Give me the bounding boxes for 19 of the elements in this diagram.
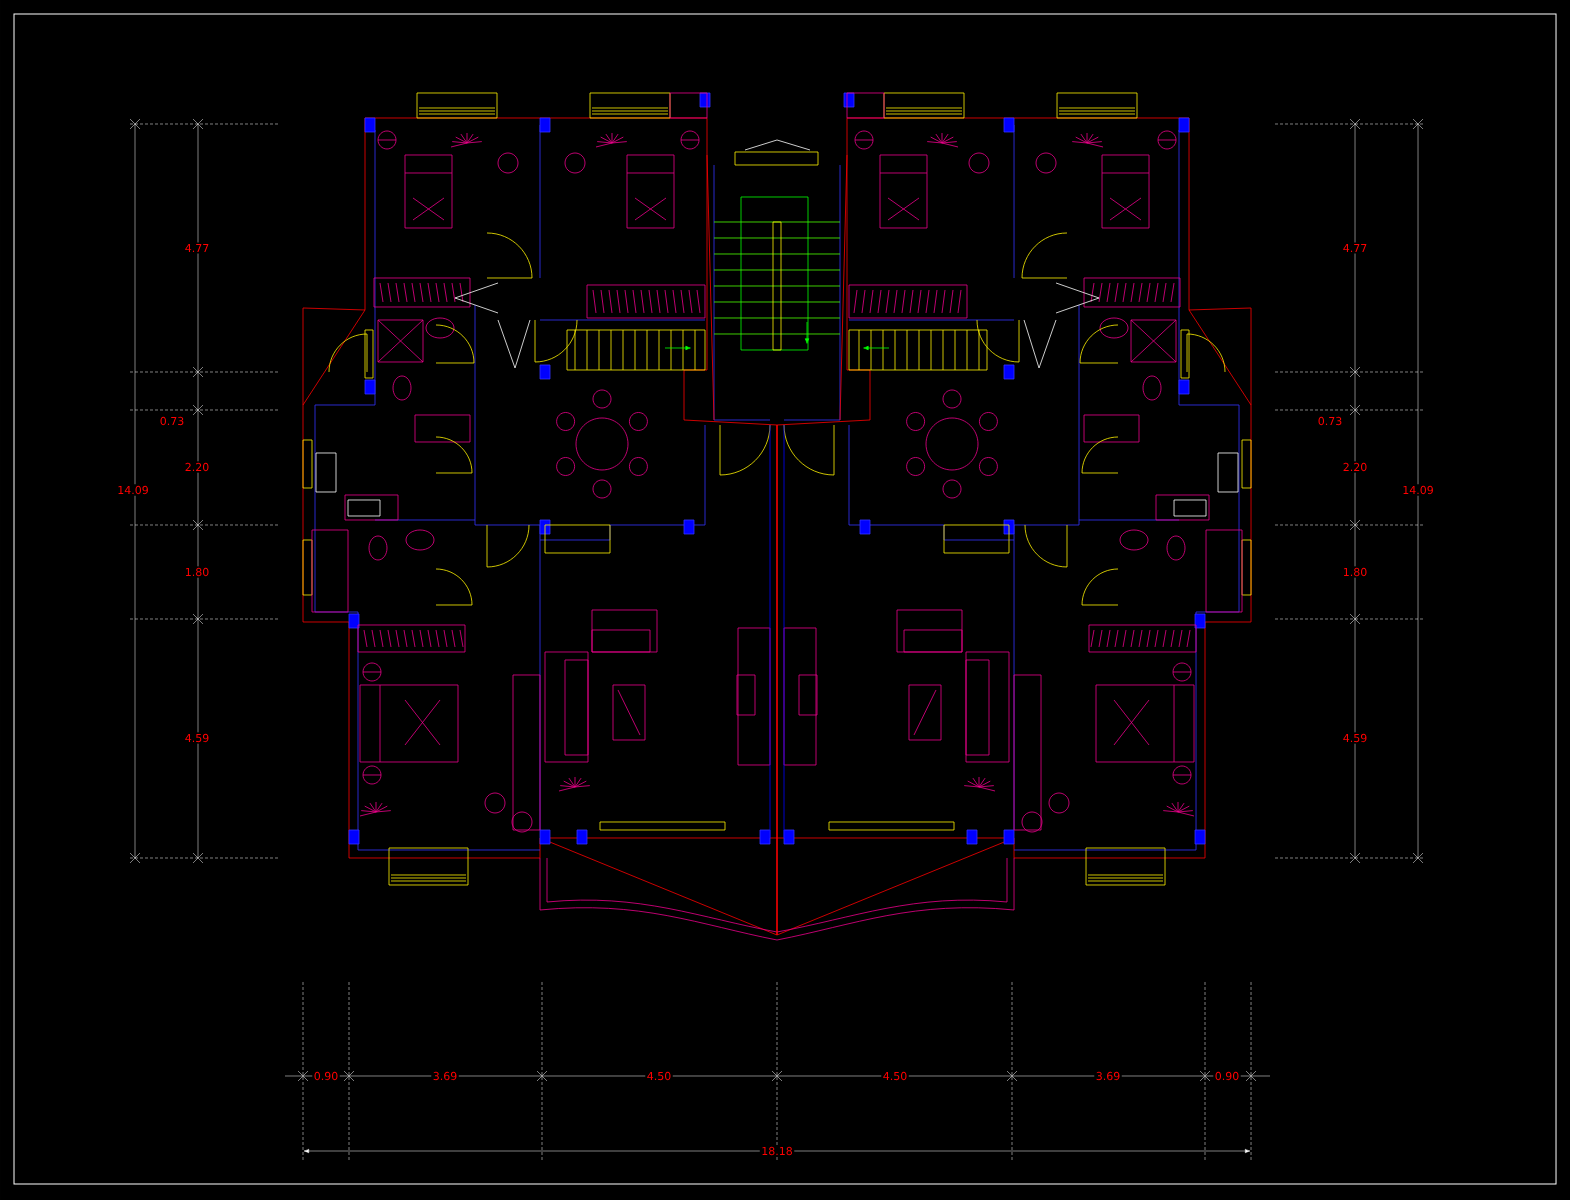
dimension-label: 0.90 [312, 1070, 340, 1082]
dimension-label: 2.20 [183, 461, 211, 473]
dimension-label: 14.09 [115, 484, 151, 496]
dimension-label: 14.09 [1400, 484, 1436, 496]
dimension-label: 1.80 [1341, 566, 1369, 578]
dimension-label: 4.50 [881, 1070, 909, 1082]
dimension-label: 2.20 [1341, 461, 1369, 473]
dimension-label: 1.80 [183, 566, 211, 578]
dimension-label: 0.73 [1316, 415, 1344, 427]
dimension-label: 3.69 [431, 1070, 459, 1082]
dimension-label: 0.73 [158, 415, 186, 427]
dimension-label: 3.69 [1094, 1070, 1122, 1082]
dimension-label: 0.90 [1213, 1070, 1241, 1082]
dimension-label: 4.50 [645, 1070, 673, 1082]
dimension-label: 4.59 [1341, 732, 1369, 744]
dimension-label: 4.77 [1341, 242, 1369, 254]
dimension-label: 4.77 [183, 242, 211, 254]
dimension-label: 18.18 [759, 1145, 795, 1157]
dimension-label: 4.59 [183, 732, 211, 744]
